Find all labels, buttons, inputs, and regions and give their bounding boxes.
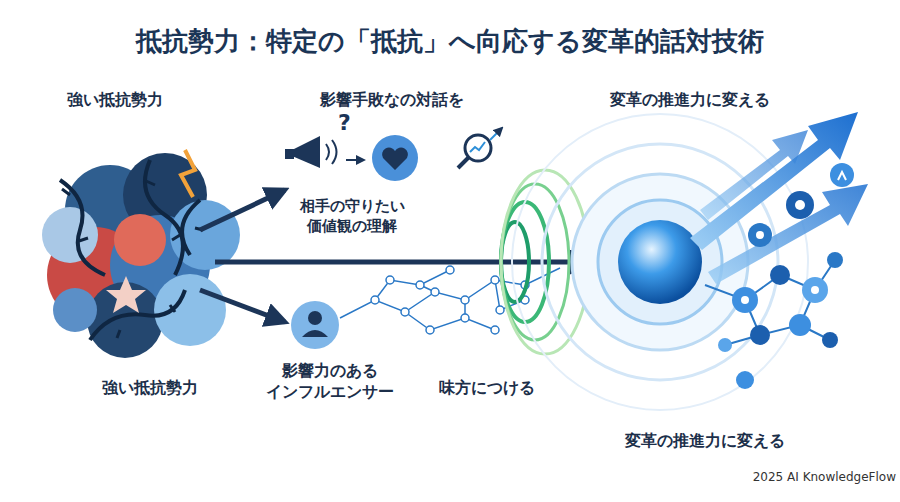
group-label: 強い抵抗勢力 [102,378,198,399]
resistance-cloud [42,150,240,358]
group-label: 変革の推進力に変える [625,431,785,452]
dialogue-icons: ? [285,110,418,181]
outcome-network [705,163,854,389]
growth-arrows [690,112,868,284]
group-label: 変革の推進力に変える [610,90,770,111]
step-label: 味方につける [439,378,535,399]
step-label: 影響力のある インフルエンサー [260,361,400,403]
diagram-title: 抵抗勢力：特定の「抵抗」へ向応する変革的話対技術 [136,25,764,59]
group-label: 強い抵抗勢力 [67,90,163,111]
step-label: 相手の守りたい 価値観の理解 [291,197,413,236]
magnifier-icon [458,128,502,168]
svg-text:?: ? [338,110,351,135]
flow-arrows [200,190,590,322]
watermark: 2025 AI KnowledgeFlow [753,470,896,486]
influencer-icon [291,301,339,349]
group-label: 影響手敗なの対話を [320,90,464,111]
momentum-sphere [512,114,808,410]
